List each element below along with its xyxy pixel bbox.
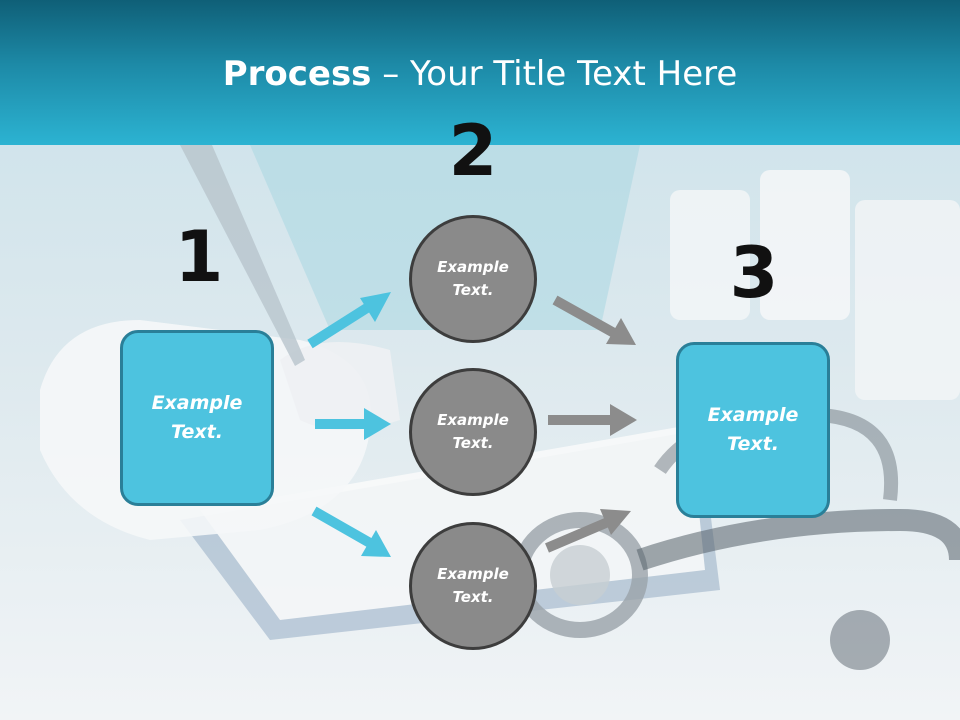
step-2-circle-middle-text: Example Text. [429, 409, 517, 455]
step-2-circle-bottom: Example Text. [409, 522, 537, 650]
step-2-circle-middle: Example Text. [409, 368, 537, 496]
arrow-from-circle-bottom [547, 509, 631, 548]
arrow-to-circle-bottom [314, 511, 391, 557]
step-3-text: Example Text. [700, 401, 807, 459]
step-2-circle-bottom-text: Example Text. [429, 563, 517, 609]
arrow-to-circle-middle [315, 408, 391, 440]
step-1-text: Example Text. [144, 389, 251, 447]
step-1-box: Example Text. [120, 330, 274, 506]
arrow-to-circle-top [310, 292, 391, 344]
step-2-circle-top-text: Example Text. [429, 256, 517, 302]
step-2-circle-top: Example Text. [409, 215, 537, 343]
step-3-box: Example Text. [676, 342, 830, 518]
arrow-from-circle-middle [548, 404, 637, 436]
arrow-from-circle-top [555, 300, 636, 345]
